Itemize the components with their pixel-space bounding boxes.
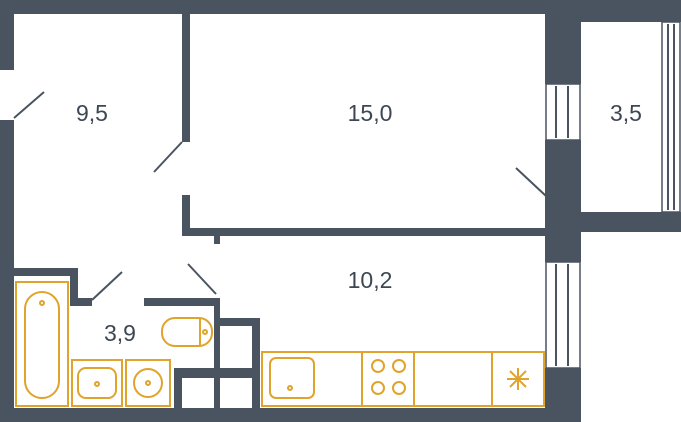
doors — [13, 91, 547, 301]
door-balcony — [515, 167, 547, 197]
door-bathroom — [91, 271, 123, 301]
extractor-fan-icon — [491, 351, 545, 407]
door-entrance — [13, 91, 45, 119]
door-living — [153, 141, 183, 173]
area-label-bathroom: 3,9 — [104, 320, 136, 346]
toilet-icon — [161, 317, 213, 347]
kitchen-sink-icon — [269, 357, 315, 399]
area-label-kitchen: 10,2 — [348, 267, 393, 293]
bathtub-icon — [15, 281, 69, 407]
door-kitchen — [187, 263, 217, 295]
stove-icon — [361, 351, 415, 407]
sink-icon — [71, 359, 123, 407]
window-balcony — [661, 21, 681, 213]
area-label-balcony: 3,5 — [610, 100, 642, 126]
windows — [545, 21, 681, 369]
area-label-living: 15,0 — [348, 100, 393, 126]
window-kitchen — [545, 261, 581, 369]
window-living — [545, 83, 581, 141]
area-label-hall: 9,5 — [76, 100, 108, 126]
washing-machine-icon — [125, 359, 171, 407]
